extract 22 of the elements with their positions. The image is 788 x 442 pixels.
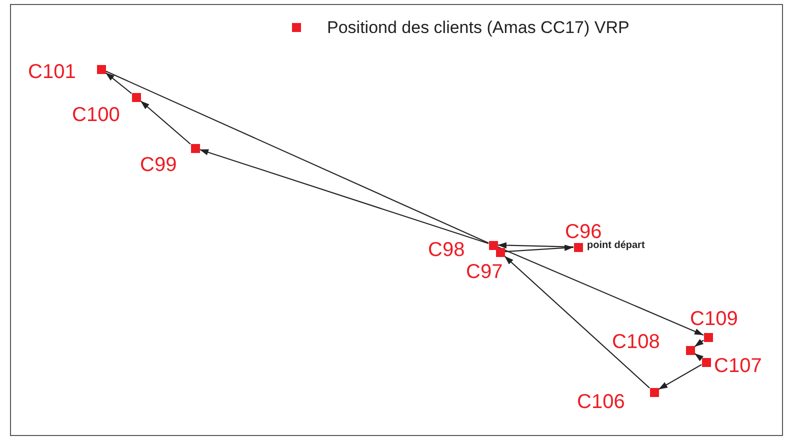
- route-arrow: [199, 148, 489, 244]
- route-arrow: [497, 242, 574, 248]
- client-label: C99: [140, 155, 177, 175]
- client-label: C108: [612, 332, 660, 352]
- client-label: C96: [565, 222, 602, 242]
- route-arrow: [658, 364, 702, 390]
- route-arrow: [694, 338, 704, 348]
- route-arrow: [497, 246, 704, 336]
- client-label: C107: [714, 356, 762, 376]
- client-label: C101: [28, 62, 76, 82]
- start-note: point départ: [587, 240, 645, 252]
- client-label: C98: [428, 240, 465, 260]
- route-arrow: [504, 256, 650, 388]
- client-label: C106: [577, 392, 625, 412]
- route-arrow: [105, 72, 132, 94]
- route-arrow: [140, 100, 191, 145]
- legend-text: Positiond des clients (Amas CC17) VRP: [327, 18, 630, 38]
- client-label: C100: [72, 105, 120, 125]
- client-label: C109: [690, 309, 738, 329]
- route-arrow: [504, 244, 574, 252]
- route-arrow: [694, 352, 704, 362]
- client-label: C97: [466, 262, 503, 282]
